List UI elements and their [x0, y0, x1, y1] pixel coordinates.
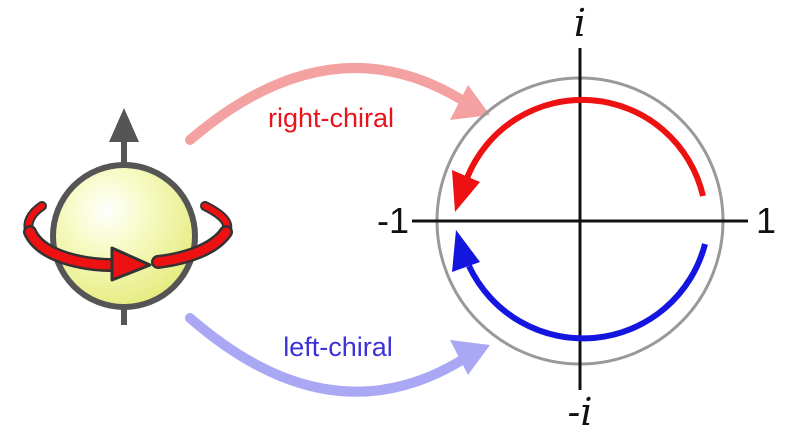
sphere: [50, 162, 198, 310]
left-chiral-label: left-chiral: [283, 332, 393, 362]
blue-arc-arrow-head: [452, 230, 480, 272]
axis-label-i: i: [574, 1, 586, 45]
complex-plane: i -i 1 -1: [377, 1, 776, 434]
red-rotation-arc: [464, 96, 706, 197]
right-chiral-label: right-chiral: [268, 103, 394, 133]
axis-label-neg-i: -i: [568, 390, 593, 434]
rotation-arrow-head: [110, 246, 152, 282]
left-chiral-arrow: [185, 313, 490, 397]
right-chiral-arrow: [185, 63, 490, 145]
spinning-sphere-icon: [23, 108, 233, 325]
blue-rotation-arc: [466, 243, 708, 342]
axis-label-1: 1: [756, 200, 776, 241]
spin-arrow-head: [109, 108, 139, 142]
red-arc-arrow-head: [452, 170, 480, 212]
axis-label-neg-1: -1: [377, 200, 409, 241]
